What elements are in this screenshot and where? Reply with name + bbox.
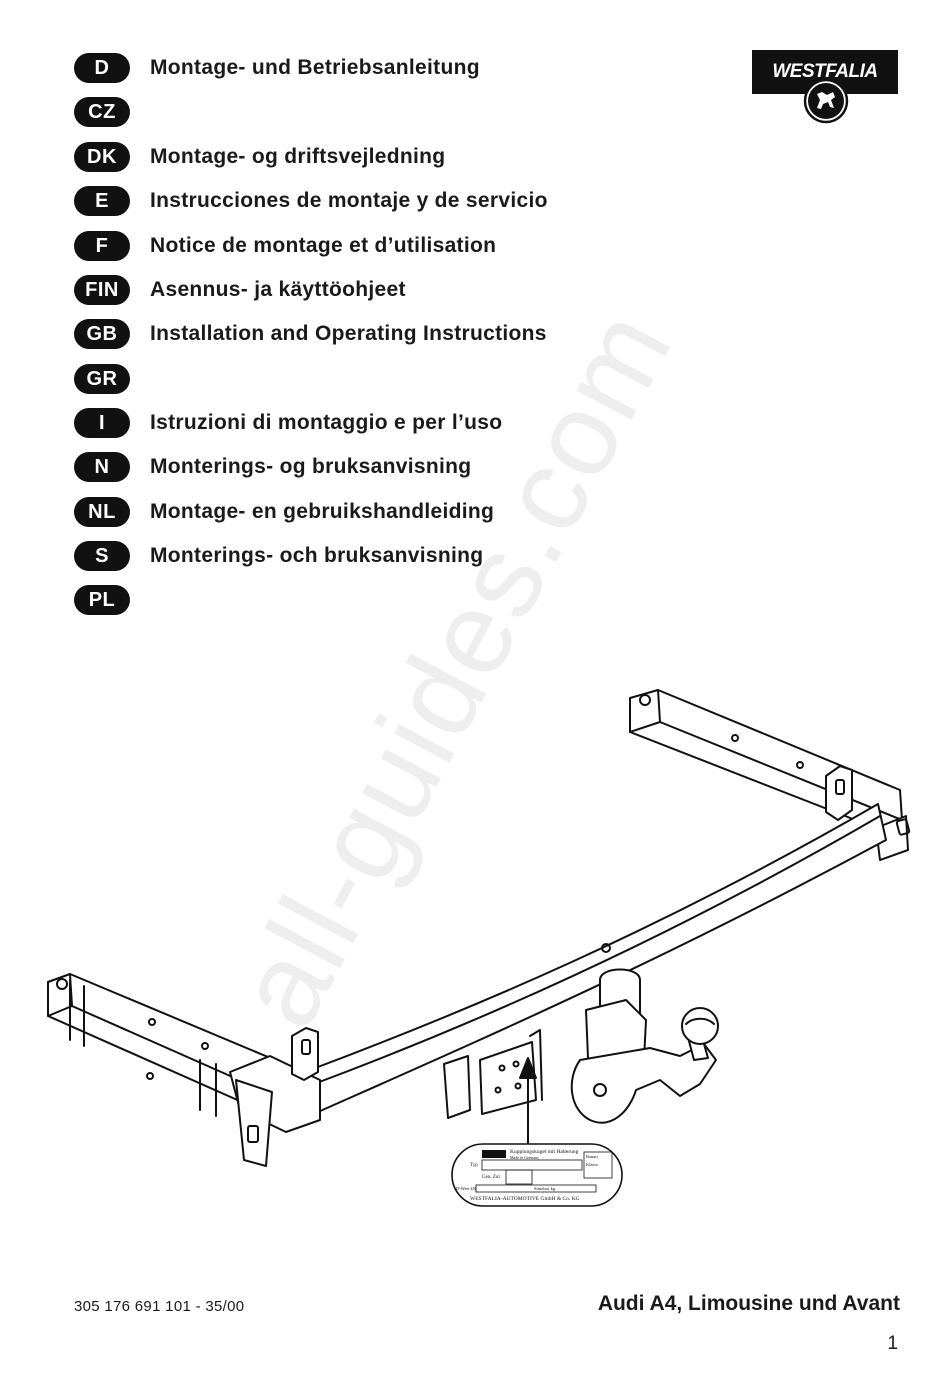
- plate-d-wert: D-Wert kN: [456, 1186, 477, 1191]
- lang-row-cz: CZ: [74, 96, 130, 128]
- plate-klasse: Klasse: [586, 1162, 598, 1167]
- plate-gen-zul: Gen. Zul.: [482, 1175, 501, 1180]
- lang-badge: PL: [74, 585, 130, 615]
- lang-row-f: F Notice de montage et d’utilisation: [74, 230, 496, 262]
- lang-row-i: I Istruzioni di montaggio e per l’uso: [74, 407, 502, 439]
- lang-title: Montage- og driftsvejledning: [150, 145, 446, 168]
- towbar-drawing: Kupplungskugel mit Halterung Made in Ger…: [47, 689, 911, 1207]
- lang-badge: DK: [74, 142, 130, 172]
- lang-badge: FIN: [74, 275, 130, 305]
- lang-title: Installation and Operating Instructions: [150, 322, 547, 345]
- lang-title: Monterings- och bruksanvisning: [150, 544, 484, 567]
- horse-emblem-icon: [803, 78, 849, 124]
- lang-badge: CZ: [74, 97, 130, 127]
- vehicle-model: Audi A4, Limousine und Avant: [597, 1292, 900, 1315]
- lang-title: Notice de montage et d’utilisation: [150, 234, 497, 257]
- lang-badge: GR: [74, 364, 130, 394]
- lang-title: Asennus- ja käyttöohjeet: [150, 278, 406, 301]
- part-number: 305 176 691 101 - 35/00: [74, 1298, 245, 1315]
- lang-badge: S: [74, 541, 130, 571]
- crossbeam: [309, 803, 887, 1113]
- lang-row-e: E Instrucciones de montaje y de servicio: [74, 185, 547, 217]
- lang-title: Istruzioni di montaggio e per l’uso: [150, 411, 503, 434]
- lang-row-gb: GB Installation and Operating Instructio…: [74, 318, 546, 350]
- lang-badge: I: [74, 408, 130, 438]
- lang-badge: NL: [74, 497, 130, 527]
- lang-row-n: N Monterings- og bruksanvisning: [74, 451, 471, 483]
- plate-typ: Typ: [470, 1163, 478, 1168]
- arrow-head-icon: [519, 1057, 537, 1079]
- lang-badge: E: [74, 186, 130, 216]
- lang-row-dk: DK Montage- og driftsvejledning: [74, 141, 445, 173]
- plate-header-sub: Made in Germany: [510, 1155, 539, 1160]
- plate-header: Kupplungskugel mit Halterung: [510, 1149, 579, 1155]
- page-number: 1: [887, 1333, 898, 1354]
- lang-row-gr: GR: [74, 363, 130, 395]
- lang-title: Montage- en gebruikshandleiding: [150, 500, 495, 523]
- plate-bauart: Bauart: [586, 1154, 599, 1159]
- lang-row-s: S Monterings- och bruksanvisning: [74, 540, 483, 572]
- lang-badge: GB: [74, 319, 130, 349]
- lang-row-d: D Montage- und Betriebsanleitung: [74, 52, 480, 84]
- lang-badge: N: [74, 452, 130, 482]
- lang-badge: D: [74, 53, 130, 83]
- lang-row-nl: NL Montage- en gebruikshandleiding: [74, 496, 494, 528]
- lang-badge: F: [74, 231, 130, 261]
- lang-title: Monterings- og bruksanvisning: [150, 455, 472, 478]
- type-plate: Kupplungskugel mit Halterung Made in Ger…: [451, 1143, 623, 1207]
- ball-neck: [570, 968, 719, 1124]
- lang-row-pl: PL: [74, 584, 130, 616]
- lang-row-fin: FIN Asennus- ja käyttöohjeet: [74, 274, 405, 306]
- socket-bracket: [443, 1029, 543, 1119]
- westfalia-logo: WESTFALIA: [752, 50, 900, 126]
- plate-stuetzlast: Stützlast kg: [534, 1186, 556, 1191]
- plate-maker: WESTFALIA-AUTOMOTIVE GmbH & Co. KG: [470, 1196, 580, 1202]
- left-mounting-bracket: [47, 973, 321, 1167]
- lang-title: Instrucciones de montaje y de servicio: [150, 189, 548, 212]
- lang-title: Montage- und Betriebsanleitung: [150, 56, 480, 79]
